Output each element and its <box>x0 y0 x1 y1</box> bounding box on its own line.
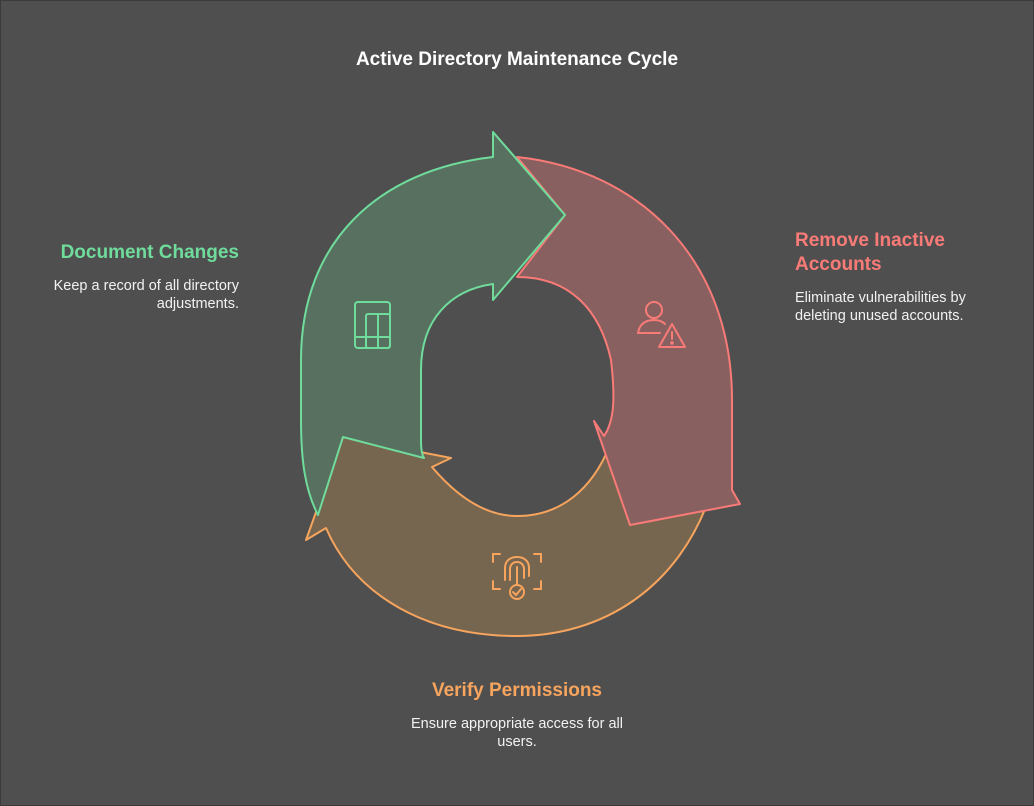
diagram-title: Active Directory Maintenance Cycle <box>355 49 679 70</box>
document-icon <box>354 301 391 349</box>
document-changes-title: Document Changes <box>60 242 239 263</box>
remove-accounts-description: Eliminate vulnerabilities by deleting un… <box>795 290 966 324</box>
user-warning-icon <box>637 301 686 348</box>
remove-accounts-title: Remove Inactive Accounts <box>795 230 945 275</box>
fingerprint-check-icon <box>492 553 542 600</box>
verify-permissions-description: Ensure appropriate access for all users. <box>411 716 623 750</box>
document-changes-description: Keep a record of all directory adjustmen… <box>53 278 239 312</box>
verify-permissions-title: Verify Permissions <box>431 680 603 701</box>
document-changes-arrow <box>300 131 566 516</box>
verify-permissions-arrow <box>305 436 713 637</box>
remove-accounts-arrow <box>516 156 741 526</box>
